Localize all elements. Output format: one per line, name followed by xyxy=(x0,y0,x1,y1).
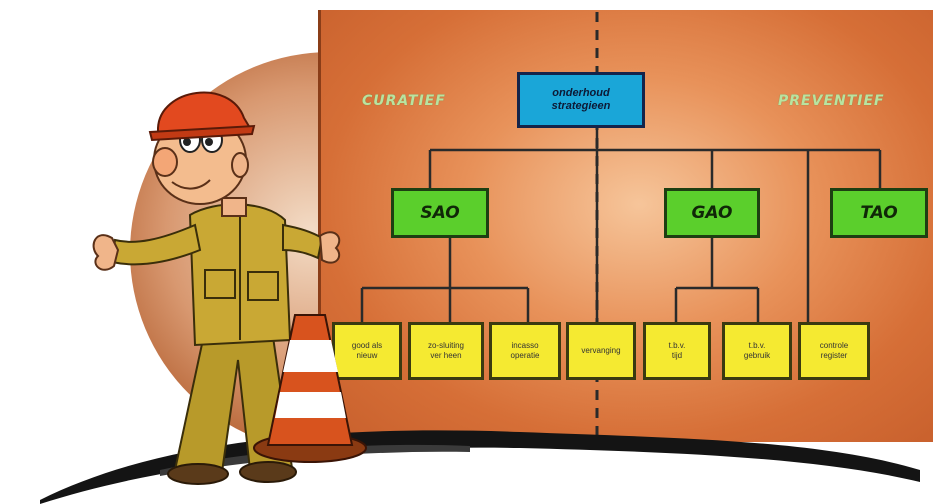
illustration-scene: CURATIEF PREVENTIEF onderhoud strategiee… xyxy=(0,0,933,504)
traffic-cone-icon xyxy=(0,0,933,504)
